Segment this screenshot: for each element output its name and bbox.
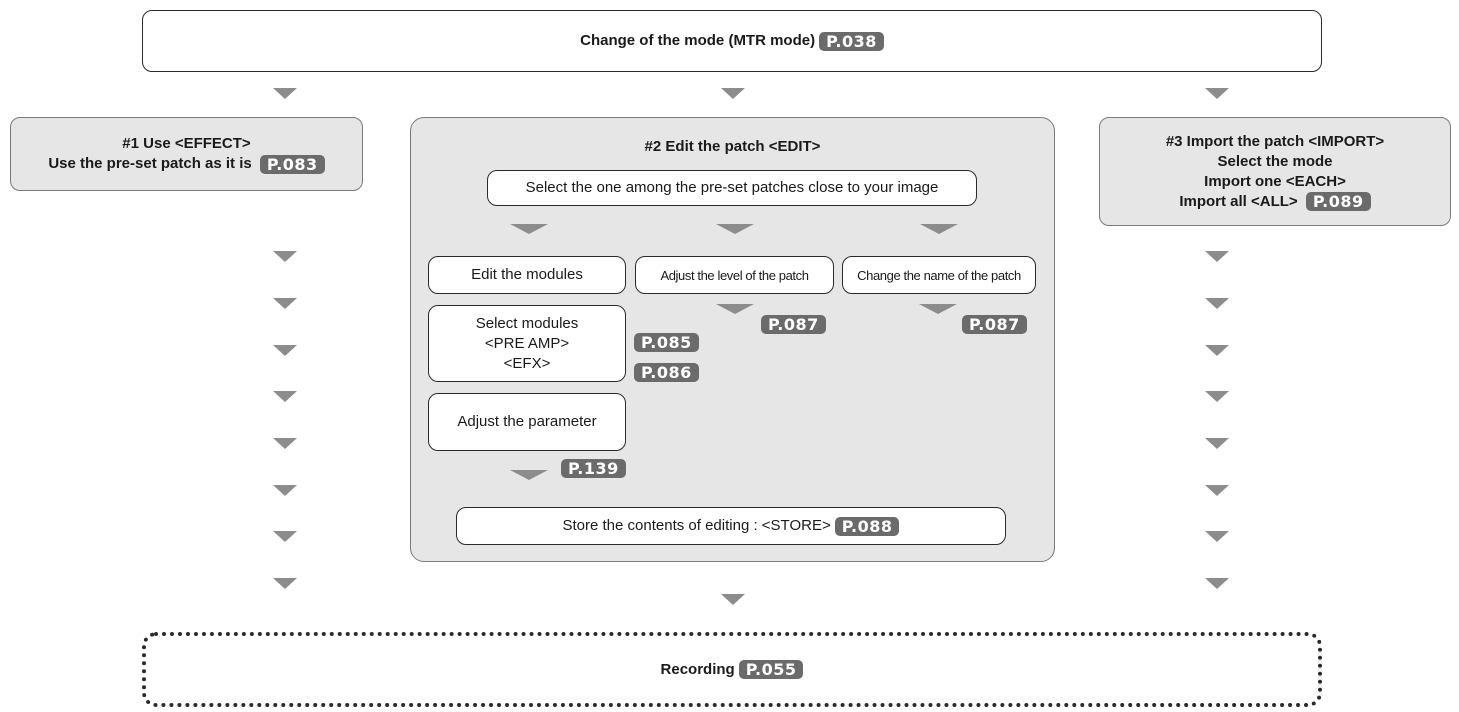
mode-change-box: Change of the mode (MTR mode) P.038 <box>142 10 1322 72</box>
page-ref-badge: P.087 <box>962 315 1027 334</box>
arrow-down-icon <box>510 224 548 234</box>
page-ref-badge: P.087 <box>761 315 826 334</box>
arrow-down-icon <box>721 594 745 605</box>
use-effect-line: Use the pre-set patch as it is P.083 <box>48 154 325 174</box>
arrow-down-icon <box>1205 438 1229 449</box>
arrow-down-icon <box>273 391 297 402</box>
import-each-label: Import one <EACH> <box>1204 172 1346 190</box>
recording-label: Recording <box>660 660 735 678</box>
store-label: Store the contents of editing : <STORE> <box>562 517 831 534</box>
import-patch-box: #3 Import the patch <IMPORT> Select the … <box>1099 117 1451 226</box>
change-name-box: Change the name of the patch <box>842 256 1036 294</box>
select-preset-label: Select the one among the pre-set patches… <box>525 179 939 196</box>
arrow-down-icon <box>273 88 297 99</box>
arrow-down-icon <box>273 345 297 356</box>
page-ref-badge: P.083 <box>259 154 325 174</box>
arrow-down-icon <box>1205 345 1229 356</box>
select-modules-label: Select modules <box>475 314 579 332</box>
efx-label: <EFX> <box>503 354 551 372</box>
page-ref-badge: P.055 <box>738 660 804 679</box>
select-mode-label: Select the mode <box>1217 152 1333 170</box>
arrow-down-icon <box>1205 298 1229 309</box>
page-ref-badge: P.086 <box>634 363 699 382</box>
edit-modules-label: Edit the modules <box>471 266 583 283</box>
arrow-down-icon <box>1205 485 1229 496</box>
arrow-down-icon <box>273 485 297 496</box>
adjust-level-box: Adjust the level of the patch <box>635 256 834 294</box>
arrow-down-icon <box>1205 578 1229 589</box>
use-effect-title: #1 Use <EFFECT> <box>122 135 251 152</box>
mode-change-label: Change of the mode (MTR mode) <box>580 32 816 49</box>
store-box: Store the contents of editing : <STORE> … <box>456 507 1006 545</box>
use-preset-label: Use the pre-set patch as it is <box>48 155 252 172</box>
arrow-down-icon <box>273 298 297 309</box>
page-ref-badge: P.088 <box>834 516 900 536</box>
adjust-level-label: Adjust the level of the patch <box>660 267 809 283</box>
page-ref-badge: P.139 <box>561 459 626 478</box>
change-name-label: Change the name of the patch <box>857 267 1021 283</box>
recording-box: Recording P.055 <box>142 632 1322 707</box>
arrow-down-icon <box>273 578 297 589</box>
pre-amp-label: <PRE AMP> <box>484 334 570 352</box>
arrow-down-icon <box>920 224 958 234</box>
import-all-line: Import all <ALL> P.089 <box>1179 192 1371 212</box>
use-effect-box: #1 Use <EFFECT> Use the pre-set patch as… <box>10 117 363 191</box>
import-patch-title: #3 Import the patch <IMPORT> <box>1165 132 1385 150</box>
arrow-down-icon <box>1205 531 1229 542</box>
edit-patch-title: #2 Edit the patch <EDIT> <box>644 138 821 155</box>
select-modules-box: Select modules <PRE AMP> <EFX> <box>428 305 626 382</box>
arrow-down-icon <box>721 88 745 99</box>
page-ref-badge: P.089 <box>1305 192 1371 212</box>
adjust-parameter-box: Adjust the parameter <box>428 393 626 451</box>
page-ref-badge: P.038 <box>819 31 884 51</box>
arrow-down-icon <box>273 531 297 542</box>
arrow-down-icon <box>1205 251 1229 262</box>
arrow-down-icon <box>510 470 548 480</box>
arrow-down-icon <box>919 304 957 314</box>
arrow-down-icon <box>716 224 754 234</box>
adjust-parameter-label: Adjust the parameter <box>457 413 597 430</box>
edit-modules-box: Edit the modules <box>428 256 626 294</box>
arrow-down-icon <box>273 251 297 262</box>
arrow-down-icon <box>1205 88 1229 99</box>
page-ref-badge: P.085 <box>634 333 699 352</box>
arrow-down-icon <box>273 438 297 449</box>
select-preset-box: Select the one among the pre-set patches… <box>487 170 977 206</box>
arrow-down-icon <box>716 304 754 314</box>
import-all-label: Import all <ALL> <box>1179 192 1298 210</box>
arrow-down-icon <box>1205 391 1229 402</box>
